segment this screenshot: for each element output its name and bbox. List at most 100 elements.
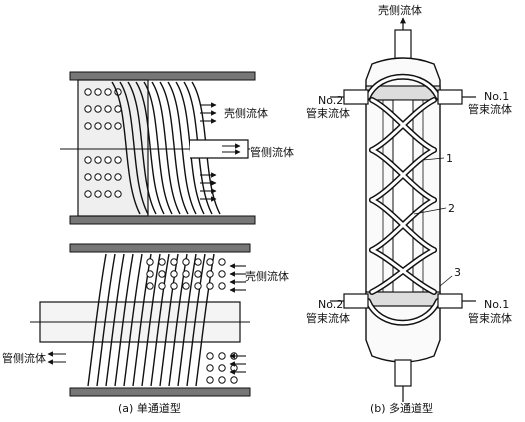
tube-circle bbox=[158, 258, 166, 266]
helical-tube bbox=[119, 81, 149, 215]
tube-outlet bbox=[190, 139, 249, 159]
tube-circle bbox=[206, 352, 214, 360]
helical-tube bbox=[132, 253, 152, 387]
shell-flow-arrows bbox=[229, 263, 246, 375]
tube-circle bbox=[104, 88, 112, 96]
tube-circle bbox=[206, 364, 214, 372]
tube-circle bbox=[84, 105, 92, 113]
helical-tube bbox=[123, 253, 143, 387]
helical-tube bbox=[96, 253, 116, 387]
tube-circle bbox=[218, 376, 226, 384]
shell-flow-arrows bbox=[200, 102, 217, 202]
tube-circle bbox=[104, 173, 112, 181]
tube-circle bbox=[104, 190, 112, 198]
no2-top-label-line1: No.2 bbox=[318, 94, 343, 107]
bottom-loop-core bbox=[366, 299, 440, 325]
panel-a-bottom: 壳侧流体 管侧流体 bbox=[2, 243, 289, 397]
tube-circle bbox=[104, 122, 112, 130]
callout-3: 3 bbox=[454, 266, 461, 279]
no1-bottom-label-line2: 管束流体 bbox=[468, 311, 512, 325]
helical-tube bbox=[87, 253, 107, 387]
tube-circle bbox=[104, 156, 112, 164]
helical-tube bbox=[159, 253, 179, 387]
tube-circle bbox=[94, 156, 102, 164]
callout-2: 2 bbox=[448, 202, 455, 215]
shell-inlet-nozzle bbox=[394, 359, 412, 387]
helical-tube bbox=[150, 253, 170, 387]
callout-1-leader bbox=[422, 157, 445, 161]
tube-circle bbox=[146, 282, 154, 290]
callout-2-leader bbox=[413, 207, 447, 215]
no2-top-label-line2: 管束流体 bbox=[306, 106, 350, 120]
tube-circle bbox=[194, 282, 202, 290]
tube-circle bbox=[94, 122, 102, 130]
helical-band-core bbox=[370, 98, 436, 152]
caption-b: (b) 多通道型 bbox=[370, 401, 433, 415]
helical-tube bbox=[105, 253, 125, 387]
helical-tube-bands-inner bbox=[366, 75, 440, 325]
tube-circle bbox=[84, 88, 92, 96]
tube-circle bbox=[194, 258, 202, 266]
shell-wall-bottom bbox=[69, 387, 251, 397]
tube-circle bbox=[114, 190, 122, 198]
tube-circle bbox=[94, 105, 102, 113]
shell-fluid-label: 壳侧流体 bbox=[378, 3, 422, 17]
helical-band-core bbox=[370, 148, 436, 202]
no1-top-nozzle bbox=[437, 89, 476, 105]
tube-circle bbox=[84, 190, 92, 198]
tube-circle bbox=[114, 156, 122, 164]
tube-circle bbox=[182, 258, 190, 266]
tube-circle bbox=[206, 376, 214, 384]
panel-a-top: 壳侧流体 管侧流体 bbox=[60, 71, 294, 225]
tube-circle bbox=[206, 282, 214, 290]
helical-tube bbox=[135, 81, 165, 215]
central-core bbox=[392, 99, 414, 293]
helical-tube bbox=[114, 253, 134, 387]
callout-3-leader bbox=[439, 275, 453, 287]
tube-circle bbox=[218, 282, 226, 290]
tube-circle bbox=[84, 156, 92, 164]
tube-circle bbox=[146, 270, 154, 278]
helical-tube bbox=[143, 81, 173, 215]
tube-circle bbox=[230, 364, 238, 372]
no1-top-label-line2: 管束流体 bbox=[468, 102, 512, 116]
tube-circle bbox=[194, 270, 202, 278]
tube-circle bbox=[94, 173, 102, 181]
helical-tube bbox=[127, 81, 157, 215]
panel-b: 壳侧流体 bbox=[306, 3, 512, 402]
tube-circle bbox=[114, 173, 122, 181]
tube-circle bbox=[94, 190, 102, 198]
tube-flow-arrows bbox=[47, 351, 66, 365]
callout-1: 1 bbox=[446, 152, 453, 165]
no2-bottom-nozzle bbox=[330, 293, 369, 309]
tube-cross-sections bbox=[146, 258, 238, 384]
shell-fluid-label: 壳侧流体 bbox=[245, 269, 289, 283]
shell-outlet-nozzle bbox=[394, 29, 412, 61]
helical-tubes bbox=[111, 81, 221, 215]
helical-band-core bbox=[370, 198, 436, 252]
tube-circle bbox=[158, 282, 166, 290]
tube-fluid-label: 管侧流体 bbox=[2, 351, 46, 365]
shell-wall-top bbox=[69, 71, 256, 81]
tube-fluid-label: 管侧流体 bbox=[250, 145, 294, 159]
tube-circle bbox=[182, 270, 190, 278]
tube-sheet-bottom bbox=[365, 291, 441, 307]
no1-top-label-line1: No.1 bbox=[484, 90, 509, 103]
tube-circle bbox=[182, 282, 190, 290]
tube-circle bbox=[170, 282, 178, 290]
no2-bottom-label-line2: 管束流体 bbox=[306, 311, 350, 325]
caption-a: (a) 单通道型 bbox=[118, 401, 181, 415]
tube-circle bbox=[114, 122, 122, 130]
tube-circle bbox=[206, 258, 214, 266]
helical-tube bbox=[159, 81, 189, 215]
helical-tube bbox=[195, 253, 215, 387]
shell-wall-top bbox=[69, 243, 251, 253]
tube-flow-arrows bbox=[222, 143, 241, 155]
tube-circle bbox=[104, 105, 112, 113]
tube-circle bbox=[146, 258, 154, 266]
helical-tube bbox=[177, 253, 197, 387]
tube-circle bbox=[158, 270, 166, 278]
helical-tube bbox=[141, 253, 161, 387]
helical-tube bbox=[186, 253, 206, 387]
no1-bottom-label-line1: No.1 bbox=[484, 298, 509, 311]
